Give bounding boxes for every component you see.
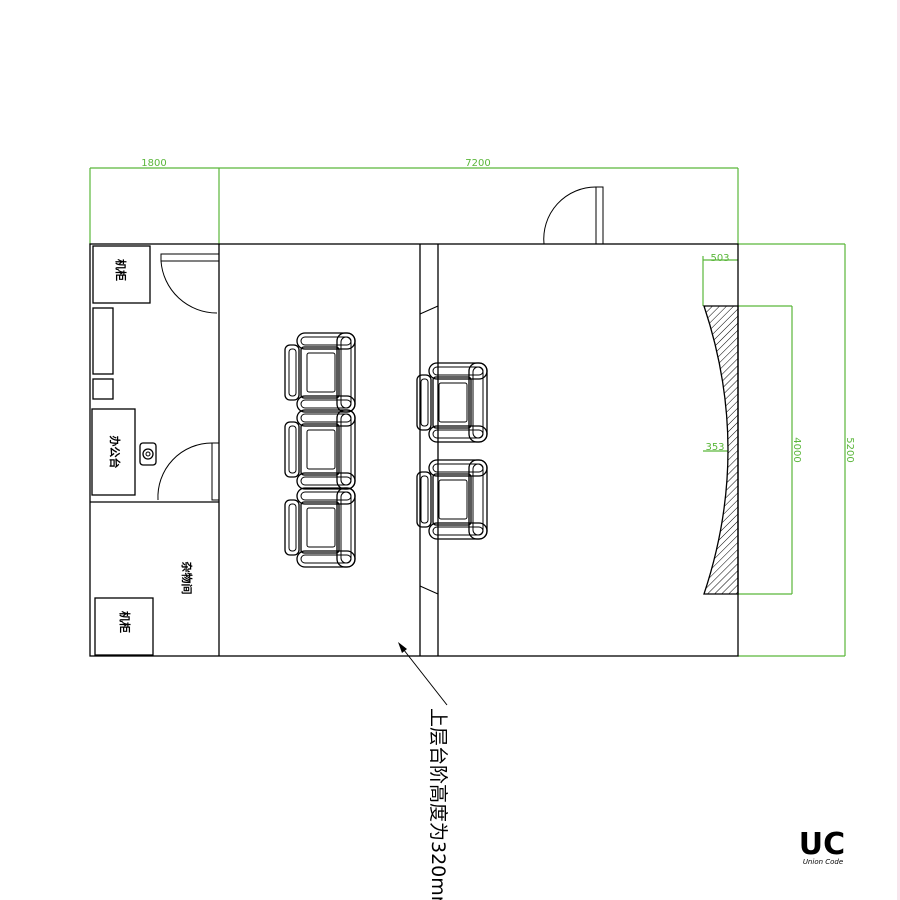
door-left-upper	[160, 253, 220, 314]
desk	[91, 408, 136, 496]
dim-right-total: 5200	[844, 437, 855, 462]
side-shelf	[92, 307, 114, 375]
leader-arrow	[398, 642, 448, 706]
stage-opening-top	[419, 305, 439, 315]
step-height-note: 上层台阶高度为320mm	[427, 708, 449, 900]
curved-screen	[703, 305, 739, 595]
sofa-4	[416, 362, 488, 443]
control-room-label: 杂物间	[180, 562, 194, 595]
cabinet-bottom-label: 机柜	[118, 611, 132, 633]
desk-chair	[139, 442, 157, 466]
desk-label: 办公台	[108, 436, 122, 469]
stage-opening-bottom	[419, 585, 439, 595]
logo-mark: UC	[799, 827, 845, 862]
sofa-5	[416, 459, 488, 540]
dim-top-main: 7200	[465, 158, 490, 169]
page-edge	[897, 0, 900, 900]
sofa-1	[284, 332, 356, 413]
cabinet-top	[92, 245, 151, 304]
cabinet-bottom	[94, 597, 154, 656]
sofa-2	[284, 409, 356, 490]
dim-top-left: 1800	[141, 158, 166, 169]
logo-wordmark: Union Code	[803, 858, 843, 866]
door-left-lower	[157, 442, 220, 501]
dimension-lines	[89, 167, 846, 657]
dim-screen-depth: 353	[705, 442, 724, 453]
dim-screen-length: 4000	[791, 437, 802, 462]
small-box	[92, 378, 114, 400]
door-top	[543, 186, 604, 245]
dim-screen-offset: 503	[710, 253, 729, 264]
cabinet-top-label: 机柜	[114, 259, 128, 281]
sofa-3	[284, 487, 356, 568]
